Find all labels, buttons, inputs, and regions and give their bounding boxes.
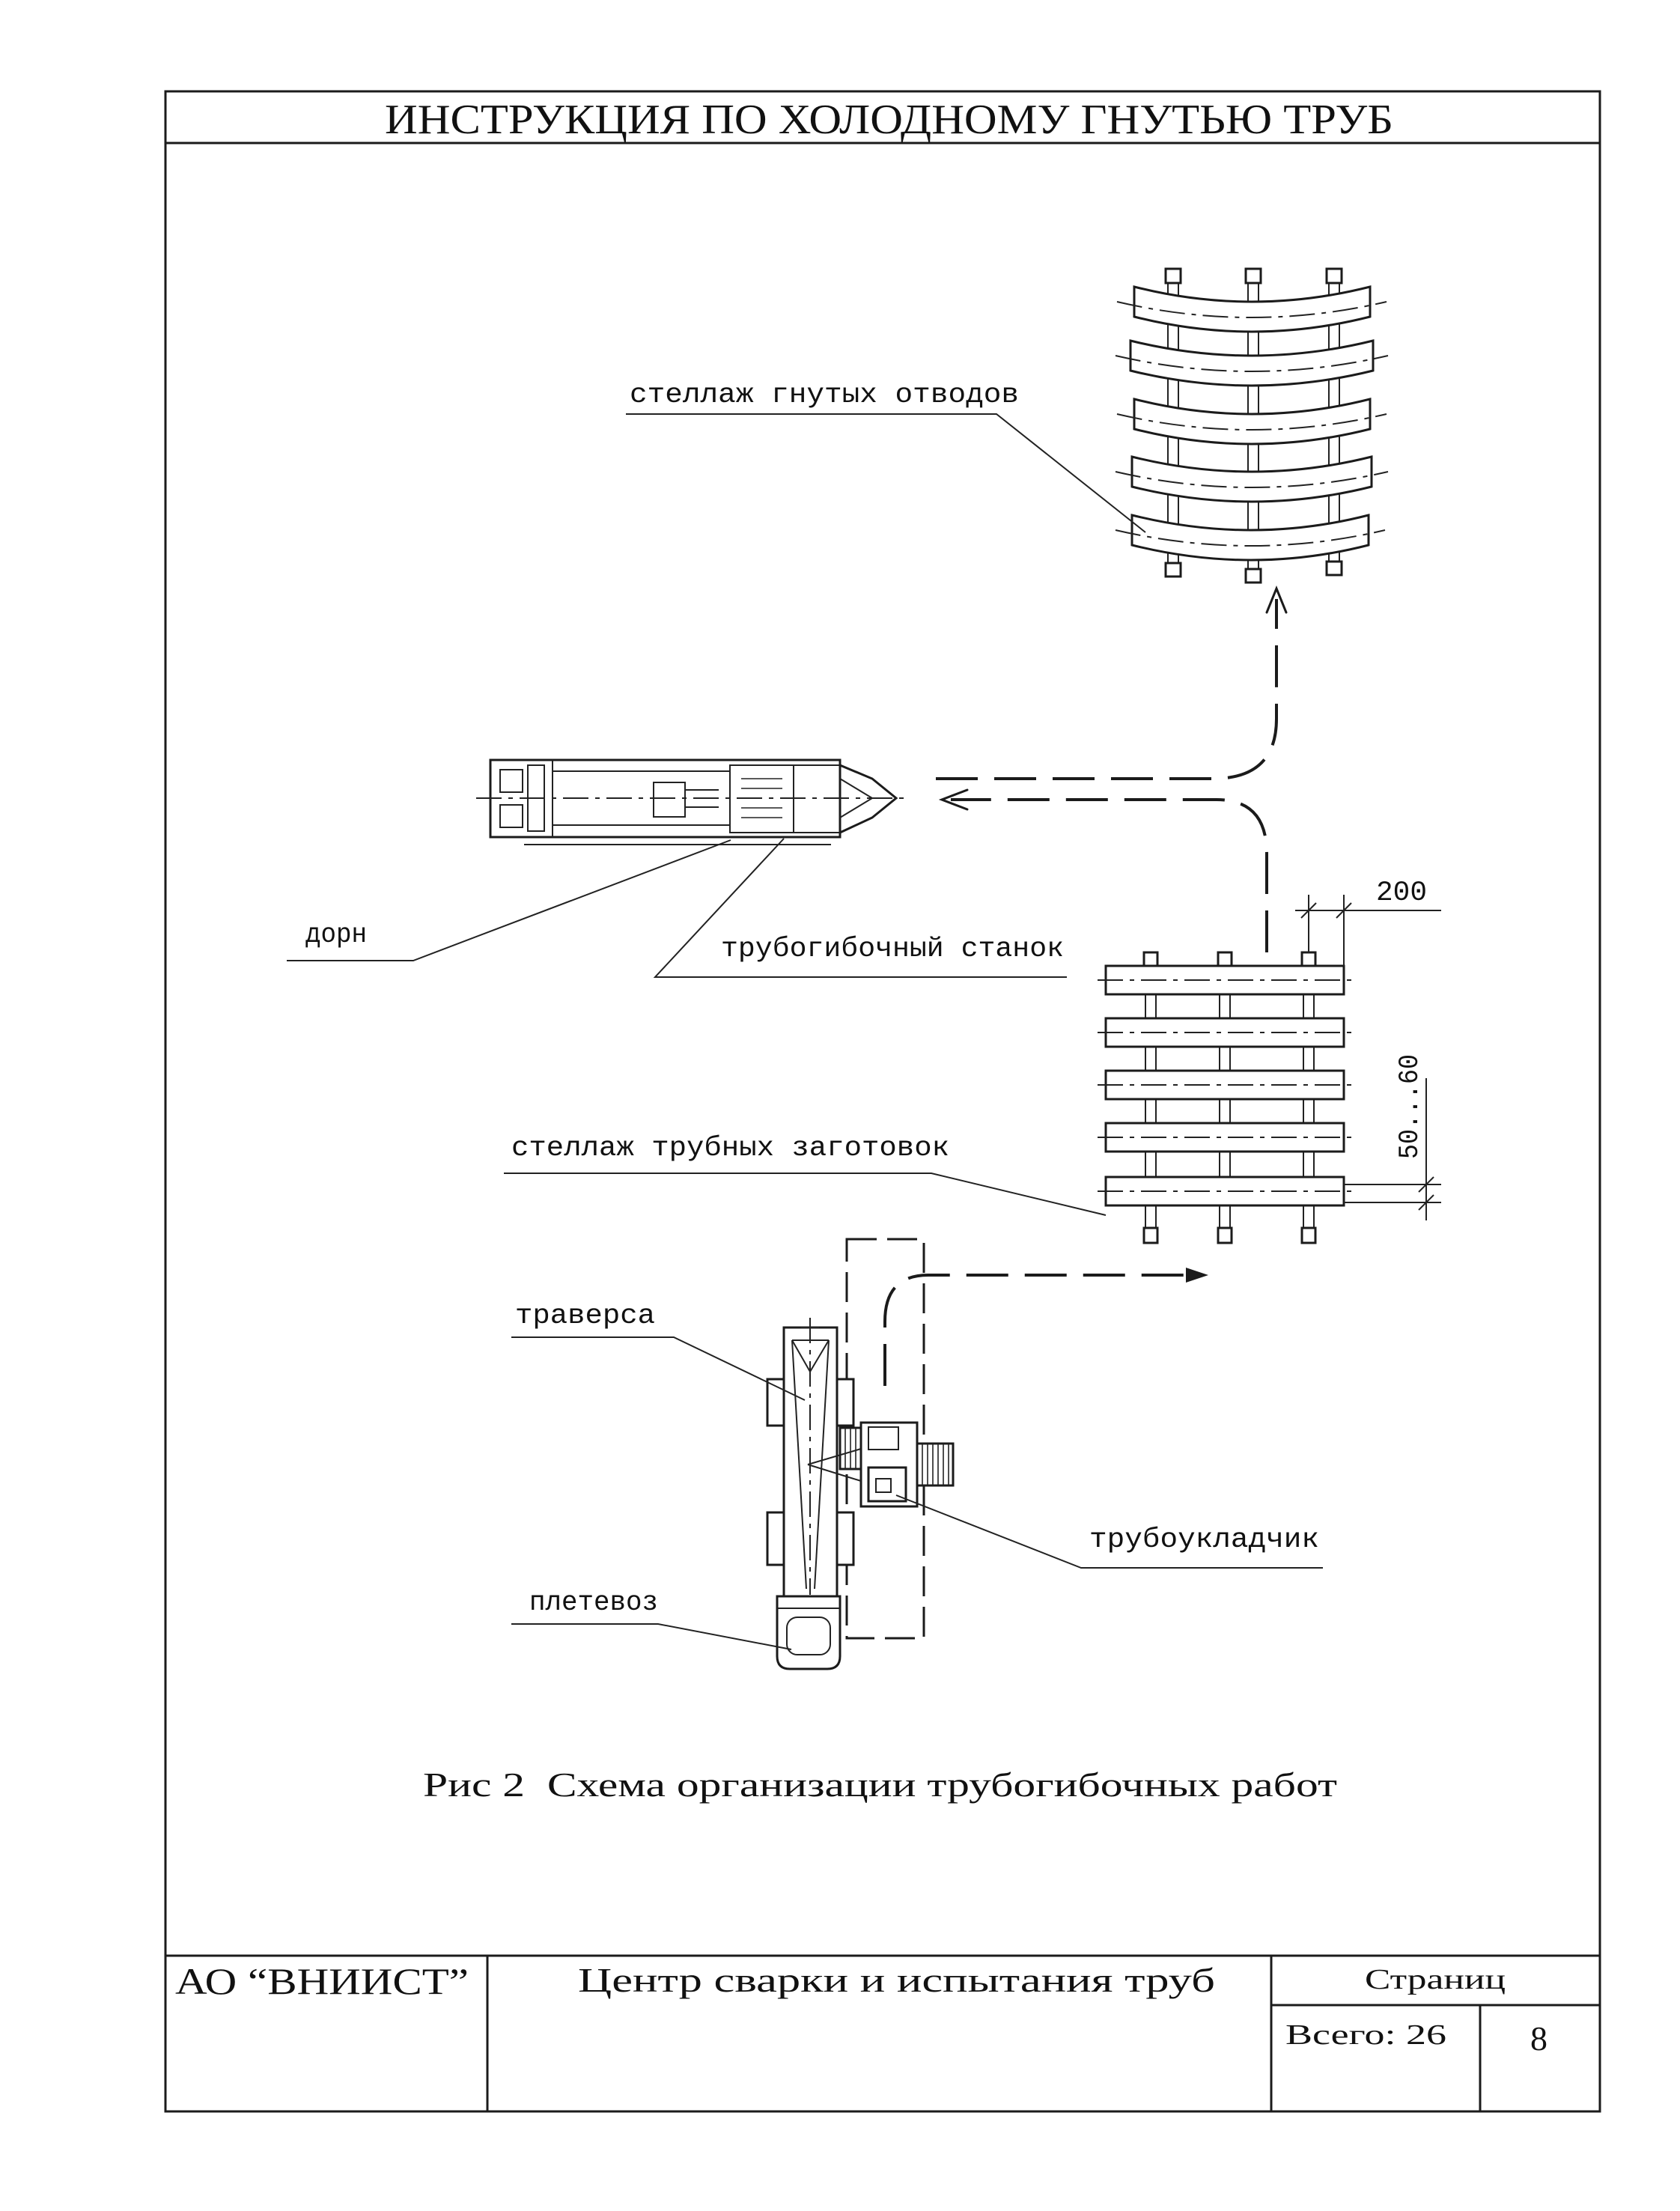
traverse: [791, 1318, 830, 1595]
dimension-tick: [1336, 902, 1352, 919]
post-cap: [1142, 1226, 1159, 1244]
leader-bent-rack: [626, 413, 1146, 533]
bent-pipe-axes: [1115, 301, 1389, 547]
pipe-carrier: [766, 1318, 855, 1670]
wheel: [766, 1511, 785, 1566]
leader-blank-rack: [504, 1173, 1107, 1216]
pipe-axis: [1116, 301, 1387, 318]
post-cap: [1244, 568, 1262, 584]
document-title: ИНСТРУКЦИЯ ПО ХОЛОДНОМУ ГНУТЬЮ ТРУБ: [385, 97, 1393, 143]
dimension-tick: [1418, 1194, 1434, 1211]
post-cap: [1142, 951, 1159, 967]
crane-boom: [807, 1448, 862, 1465]
post-cap: [1217, 1226, 1233, 1244]
label-blank-rack: стеллаж трубных заготовок: [511, 1133, 949, 1164]
traverse-side: [791, 1339, 807, 1590]
pipe-axis: [1116, 413, 1387, 431]
cab-body: [776, 1595, 841, 1670]
label-pipelayer: трубоукладчик: [1089, 1524, 1319, 1556]
leader-bending-machine: [653, 838, 1067, 978]
machine-block: [499, 804, 523, 828]
dimension-tick: [1418, 1176, 1434, 1193]
organization-name: АО “ВНИИСТ”: [175, 1960, 469, 2002]
rack-posts: [1164, 267, 1343, 584]
crane-track: [916, 1442, 955, 1487]
leader-pipelayer: [895, 1494, 1323, 1569]
flow-to-machine: [938, 788, 1268, 952]
pipelayer-crane: [807, 1421, 955, 1508]
label-bent-rack: стеллаж гнутых отводов: [630, 380, 1019, 411]
cab-windshield: [786, 1617, 831, 1655]
pipe-blank-rack: [1098, 951, 1357, 1244]
wheel: [836, 1378, 855, 1427]
wheel: [836, 1511, 855, 1566]
bent-pipe: [1130, 514, 1370, 562]
arrow-head-right: [1186, 1268, 1208, 1283]
bent-pipe: [1130, 455, 1373, 503]
post-cap: [1300, 951, 1317, 967]
dimension-value: 200: [1376, 878, 1427, 909]
post-cap: [1325, 267, 1343, 285]
arrow-head-left: [938, 788, 969, 811]
crane-boom: [807, 1464, 862, 1482]
bent-pipes: [1129, 285, 1375, 562]
figure-caption: Рис 2 Схема организации трубогибочных ра…: [423, 1766, 1337, 1804]
machine-block: [499, 769, 523, 793]
leader-traverse: [511, 1336, 806, 1401]
title-block: АО “ВНИИСТ” Центр сварки и испытания тру…: [164, 1954, 1601, 2113]
post-cap: [1164, 267, 1182, 285]
pipe-axis: [1115, 529, 1386, 547]
pipe-bending-machine: [476, 758, 907, 845]
post-cap: [1325, 560, 1343, 577]
flow-path: [936, 599, 1278, 780]
department-name: Центр сварки и испытания труб: [578, 1961, 1215, 1999]
arrow-head-up: [1265, 586, 1288, 614]
dimension-50-60: 50...60: [1344, 1054, 1441, 1220]
flow-to-blank-rack: [883, 1268, 1208, 1386]
outer-border: [164, 90, 1601, 2113]
label-mandrel: дорн: [305, 919, 367, 951]
post-cap: [1300, 1226, 1317, 1244]
flow-to-bent-rack: [936, 586, 1288, 780]
pages-header: Страниц: [1365, 1964, 1506, 1995]
truck-cab: [776, 1595, 841, 1670]
page-number: 8: [1530, 2019, 1547, 2058]
pipe-axis: [1115, 355, 1389, 372]
mandrel-carriage: [653, 782, 686, 818]
page-frame: [164, 90, 1601, 2113]
dimension-value: 50...60: [1395, 1054, 1426, 1159]
flow-path: [951, 798, 1268, 952]
leader-mandrel: [287, 839, 731, 961]
bent-pipe: [1129, 339, 1375, 387]
traverse-side: [814, 1339, 830, 1590]
crane-cab: [867, 1466, 907, 1503]
total-pages: Всего: 26: [1285, 2019, 1446, 2051]
dimension-200: 200: [1295, 878, 1441, 966]
dimension-tick: [1300, 902, 1317, 919]
bent-pipe: [1133, 398, 1372, 445]
post-cap: [1217, 951, 1233, 967]
crane-counterweight: [868, 1426, 899, 1450]
crane-cab-window: [875, 1478, 892, 1493]
label-traverse: траверса: [515, 1301, 655, 1332]
post-cap: [1164, 562, 1182, 578]
label-bending-machine: трубогибочный станок: [721, 934, 1064, 965]
post-cap: [1244, 267, 1262, 285]
flow-path: [883, 1274, 1187, 1386]
bent-pipe: [1133, 285, 1372, 333]
bent-pipe-rack: [1115, 267, 1389, 584]
label-pipe-carrier: плетевоз: [529, 1587, 658, 1619]
leader-pipe-carrier: [511, 1623, 792, 1650]
pipe-axis: [1115, 471, 1389, 488]
